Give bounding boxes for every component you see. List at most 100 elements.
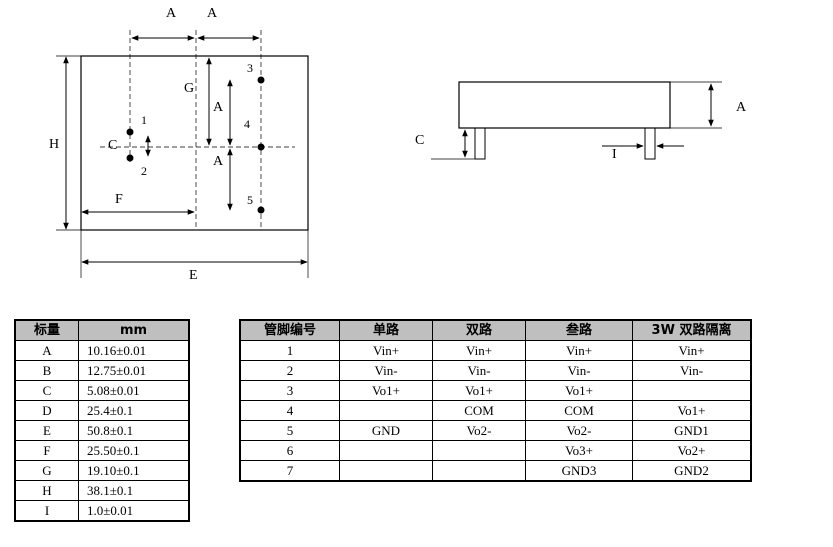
pin-4-dot <box>257 143 265 151</box>
header-symbol: 标量 <box>14 319 79 341</box>
table-cell: 25.4±0.1 <box>78 400 190 421</box>
dim-a-lower-label: A <box>213 154 224 169</box>
side-body-outline <box>458 81 671 129</box>
table-cell: Vo1+ <box>339 380 433 401</box>
dim-f-label: F <box>115 192 123 207</box>
table-cell: 2 <box>239 360 340 381</box>
header-triple: 叁路 <box>525 319 633 341</box>
side-dim-i-label: I <box>612 147 617 162</box>
table-cell: Vin- <box>632 360 752 381</box>
table-cell: D <box>14 400 79 421</box>
table-cell: Vin+ <box>432 340 526 361</box>
table-cell: COM <box>432 400 526 421</box>
pin-5-dot <box>257 206 265 214</box>
pin-3-dot <box>257 76 265 84</box>
table-cell: B <box>14 360 79 381</box>
table-cell: 4 <box>239 400 340 421</box>
dim-h-label: H <box>49 137 59 152</box>
pin-1-label: 1 <box>141 113 147 127</box>
table-cell: H <box>14 480 79 501</box>
table-cell: 5 <box>239 420 340 441</box>
table-cell: Vin- <box>339 360 433 381</box>
dim-c-label: C <box>108 138 117 153</box>
table-cell: E <box>14 420 79 441</box>
table-cell <box>432 460 526 482</box>
table-cell: Vin- <box>432 360 526 381</box>
dim-g-label: G <box>184 81 194 96</box>
table-cell: 1 <box>239 340 340 361</box>
table-cell: GND3 <box>525 460 633 482</box>
pin-table-header: 管脚编号 单路 双路 叁路 3W 双路隔离 <box>239 319 752 341</box>
table-row: 6 Vo3+Vo2+ <box>239 440 752 461</box>
table-cell: 1.0±0.01 <box>78 500 190 522</box>
table-cell: Vo2+ <box>632 440 752 461</box>
dimension-table-header: 标量 mm <box>14 319 190 341</box>
table-cell: GND <box>339 420 433 441</box>
side-pin-right <box>644 127 656 160</box>
table-cell: G <box>14 460 79 481</box>
side-dim-c-label: C <box>415 133 424 148</box>
dim-a-left-label: A <box>166 6 177 21</box>
table-cell <box>339 440 433 461</box>
table-cell: COM <box>525 400 633 421</box>
table-cell: 19.10±0.1 <box>78 460 190 481</box>
table-cell: 25.50±0.1 <box>78 440 190 461</box>
table-cell: 5.08±0.01 <box>78 380 190 401</box>
table-cell <box>339 460 433 482</box>
side-pin-left <box>474 127 486 160</box>
table-cell: Vin- <box>525 360 633 381</box>
pin-2-label: 2 <box>141 164 147 178</box>
table-cell: C <box>14 380 79 401</box>
pin-3-label: 3 <box>247 61 253 75</box>
table-cell: Vo1+ <box>525 380 633 401</box>
header-mm: mm <box>78 319 190 341</box>
table-cell: Vo1+ <box>432 380 526 401</box>
table-cell: 10.16±0.01 <box>78 340 190 361</box>
pin-2-dot <box>126 154 134 162</box>
module-body-outline <box>80 55 309 231</box>
table-cell: Vin+ <box>632 340 752 361</box>
table-cell <box>632 380 752 401</box>
table-cell: Vo1+ <box>632 400 752 421</box>
pin-4-label: 4 <box>244 117 250 131</box>
table-cell: 7 <box>239 460 340 482</box>
side-dim-a-label: A <box>736 100 747 115</box>
package-drawing: 1 2 3 4 5 A A G A A C H F E <box>49 6 747 283</box>
table-cell: Vo3+ <box>525 440 633 461</box>
side-view: A C I <box>415 81 747 162</box>
front-view: 1 2 3 4 5 A A G A A C H F E <box>49 6 309 283</box>
header-dual: 双路 <box>432 319 526 341</box>
table-cell: GND1 <box>632 420 752 441</box>
header-single: 单路 <box>339 319 433 341</box>
table-cell: 38.1±0.1 <box>78 480 190 501</box>
table-cell: F <box>14 440 79 461</box>
table-cell: Vo2- <box>525 420 633 441</box>
header-3w-dual-isolated: 3W 双路隔离 <box>632 319 752 341</box>
table-cell: 6 <box>239 440 340 461</box>
table-cell: GND2 <box>632 460 752 482</box>
dim-a-upper-label: A <box>213 100 224 115</box>
table-cell <box>432 440 526 461</box>
dim-a-right-label: A <box>207 6 218 21</box>
table-cell: 12.75±0.01 <box>78 360 190 381</box>
header-pin-number: 管脚编号 <box>239 319 340 341</box>
table-cell: A <box>14 340 79 361</box>
